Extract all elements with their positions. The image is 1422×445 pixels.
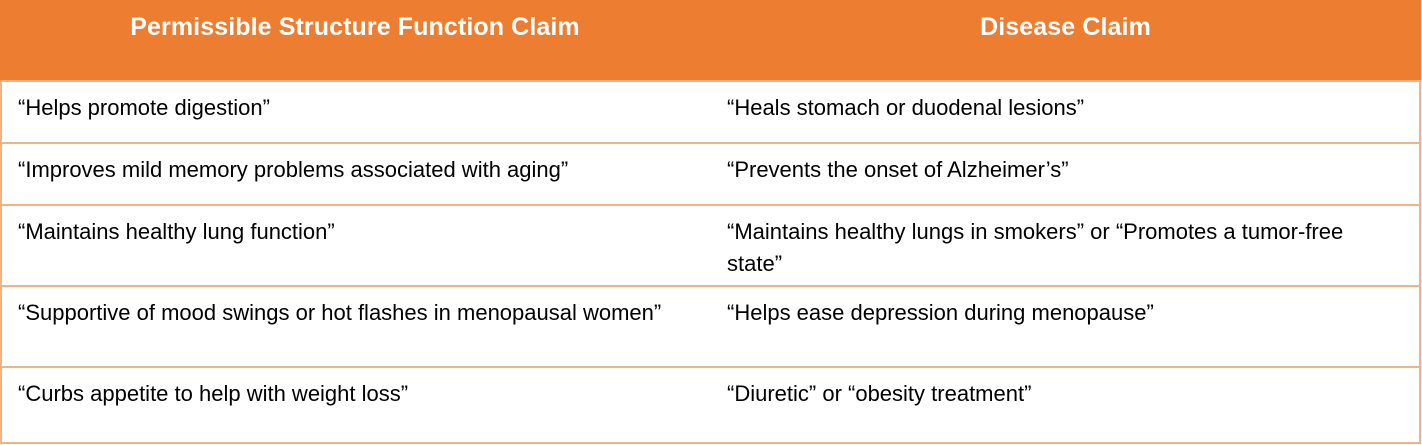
- disease-claim-cell: “Maintains healthy lungs in smokers” or …: [727, 219, 1344, 276]
- table-row: “Supportive of mood swings or hot flashe…: [2, 285, 1419, 366]
- disease-claim-cell: “Helps ease depression during menopause”: [727, 300, 1154, 325]
- disease-claim-cell: “Heals stomach or duodenal lesions”: [727, 95, 1085, 120]
- table-row: “Helps promote digestion” “Heals stomach…: [2, 80, 1419, 142]
- table-row: “Maintains healthy lung function” “Maint…: [2, 204, 1419, 285]
- table-row: “Curbs appetite to help with weight loss…: [2, 366, 1419, 442]
- structure-function-cell: “Helps promote digestion”: [18, 95, 270, 120]
- structure-function-cell: “Improves mild memory problems associate…: [18, 157, 569, 182]
- column-header-disease-claim: Disease Claim: [980, 13, 1151, 41]
- disease-claim-cell: “Prevents the onset of Alzheimer’s”: [727, 157, 1069, 182]
- structure-function-cell: “Curbs appetite to help with weight loss…: [18, 381, 409, 406]
- table-row: “Improves mild memory problems associate…: [2, 142, 1419, 204]
- disease-claim-cell: “Diuretic” or “obesity treatment”: [727, 381, 1032, 406]
- column-header-structure-function: Permissible Structure Function Claim: [130, 13, 580, 41]
- structure-function-cell: “Maintains healthy lung function”: [18, 219, 335, 244]
- structure-function-cell: “Supportive of mood swings or hot flashe…: [18, 300, 662, 325]
- table-header-row: Permissible Structure Function Claim Dis…: [0, 0, 1421, 80]
